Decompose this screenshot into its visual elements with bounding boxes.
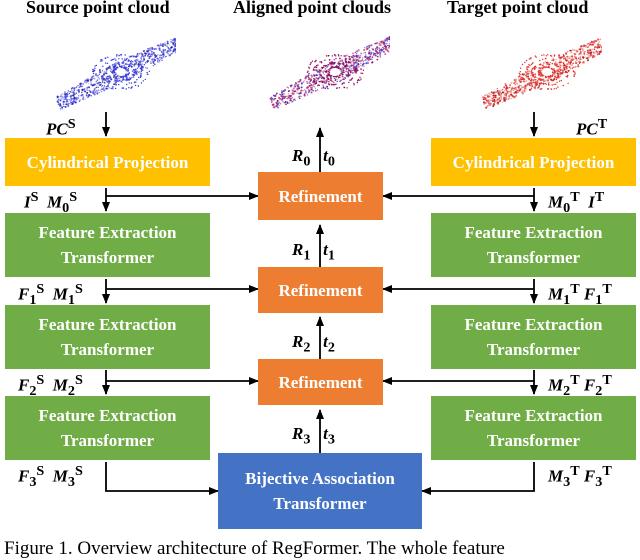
feature-extraction-label-line1: Feature Extraction (464, 315, 603, 334)
feature-extraction-label-line1: Feature Extraction (464, 223, 603, 242)
r3-t3-label: R3 t3 (292, 424, 335, 448)
bijective-label-line2: Transformer (273, 494, 367, 513)
r2-t2-label: R2 t2 (292, 332, 335, 356)
feature-extraction-label-line1: Feature Extraction (38, 406, 177, 425)
r1-t1-label: R1 t1 (292, 240, 335, 264)
aligned-point-cloud (269, 36, 390, 109)
refinement-label: Refinement (278, 372, 363, 392)
feature-extraction-right-3: Feature Extraction Transformer (431, 396, 636, 460)
m1-f1-target-label: M1T F1T (548, 281, 612, 309)
m3-f3-target-label: M3T F3T (548, 463, 612, 491)
source-cloud-title: Source point cloud (26, 0, 170, 17)
feature-extraction-label-line2: Transformer (486, 248, 581, 267)
feature-extraction-left-2: Feature Extraction Transformer (5, 305, 210, 369)
feature-extraction-right-2: Feature Extraction Transformer (431, 305, 636, 369)
pc-source-label: PCS (46, 116, 76, 139)
pc-target-label: PCT (576, 116, 608, 139)
refinement-block-0: Refinement (258, 172, 383, 220)
feature-extraction-label-line2: Transformer (60, 248, 155, 267)
target-cloud-title: Target point cloud (447, 0, 589, 17)
r0-t0-label: R0 t0 (292, 146, 335, 170)
bijective-association-transformer: Bijective Association Transformer (218, 453, 422, 529)
f2-m2-source-label: F2S M2S (18, 372, 83, 400)
feature-extraction-label-line1: Feature Extraction (464, 406, 603, 425)
feature-extraction-left-3: Feature Extraction Transformer (5, 396, 210, 460)
f3-m3-source-label: F3S M3S (18, 463, 83, 491)
refinement-label: Refinement (278, 280, 363, 300)
cylindrical-projection-right-label: Cylindrical Projection (452, 152, 615, 172)
figure-caption: Figure 1. Overview architecture of RegFo… (4, 538, 505, 559)
feature-extraction-label-line1: Feature Extraction (38, 223, 177, 242)
feature-extraction-label-line2: Transformer (486, 431, 581, 450)
feature-extraction-label-line2: Transformer (60, 340, 155, 359)
target-point-cloud (481, 38, 602, 109)
feature-extraction-label-line1: Feature Extraction (38, 315, 177, 334)
cylindrical-projection-right: Cylindrical Projection (431, 138, 636, 186)
feature-extraction-label-line2: Transformer (60, 431, 155, 450)
i-m0-source-label: IS M0S (24, 189, 78, 217)
feature-extraction-right-1: Feature Extraction Transformer (431, 213, 636, 277)
cylindrical-projection-left-label: Cylindrical Projection (26, 152, 189, 172)
aligned-cloud-title: Aligned point clouds (233, 0, 392, 17)
bijective-label-line1: Bijective Association (245, 469, 395, 488)
feature-extraction-label-line2: Transformer (486, 340, 581, 359)
refinement-block-2: Refinement (258, 359, 383, 405)
source-point-cloud (56, 37, 176, 110)
f1-m1-source-label: F1S M1S (18, 281, 83, 309)
m2-f2-target-label: M2T F2T (548, 372, 612, 400)
feature-extraction-left-1: Feature Extraction Transformer (5, 213, 210, 277)
cylindrical-projection-left: Cylindrical Projection (5, 138, 210, 186)
m0-i-target-label: M0T IT (548, 189, 605, 217)
refinement-block-1: Refinement (258, 267, 383, 313)
refinement-label: Refinement (278, 186, 363, 206)
